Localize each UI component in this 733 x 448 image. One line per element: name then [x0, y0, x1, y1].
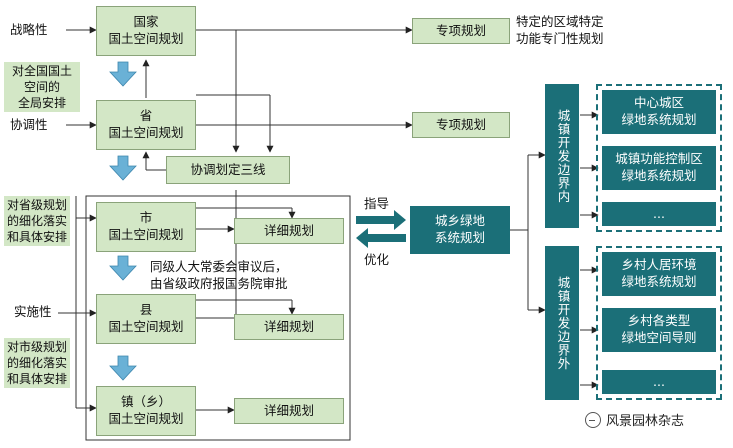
detailed-plan-box-2: 详细规划	[234, 314, 344, 340]
national-note: 对全国国土 空间的 全局安排	[4, 62, 80, 112]
strategic-label: 战略性	[10, 22, 48, 37]
inside-item-3: ...	[602, 202, 716, 226]
blue-down-arrow-4	[109, 355, 137, 381]
local-levels-frame	[85, 195, 351, 441]
outside-item-2: 乡村各类型 绿地空间导则	[602, 308, 716, 352]
watermark-text: 风景园林杂志	[606, 414, 685, 429]
guide-arrow	[356, 210, 406, 230]
town-plan-box: 镇（乡） 国土空间规划	[96, 386, 196, 436]
three-lines-box: 协调划定三线	[166, 156, 290, 184]
provincial-plan-box: 省 国土空间规划	[96, 100, 196, 150]
provincial-note: 对省级规划 的细化落实 和具体安排	[4, 196, 70, 246]
outside-item-1: 乡村人居环境 绿地系统规划	[602, 252, 716, 296]
detailed-plan-box-3: 详细规划	[234, 398, 344, 424]
blue-down-arrow-2	[109, 155, 137, 181]
national-plan-box: 国家 国土空间规划	[96, 6, 196, 56]
coordinating-label: 协调性	[10, 117, 48, 132]
county-plan-box: 县 国土空间规划	[96, 294, 196, 344]
city-plan-box: 市 国土空间规划	[96, 202, 196, 252]
implementing-label: 实施性	[14, 304, 52, 319]
wechat-icon	[585, 411, 601, 428]
special-plan-box-1: 专项规划	[412, 18, 510, 44]
outside-boundary-label: 城镇开发边界外	[545, 246, 579, 400]
city-note: 对市级规划 的细化落实 和具体安排	[4, 338, 70, 388]
blue-down-arrow-1	[109, 61, 137, 87]
optimize-label: 优化	[364, 252, 390, 267]
special-plan-box-2: 专项规划	[412, 112, 510, 138]
outside-boundary-panel	[596, 246, 722, 400]
inside-boundary-panel	[596, 84, 722, 232]
special-plan-note: 特定的区域特定 功能专门性规划	[516, 14, 604, 46]
inside-item-2: 城镇功能控制区 绿地系统规划	[602, 146, 716, 190]
urban-rural-green-system-box: 城乡绿地 系统规划	[410, 206, 510, 254]
detailed-plan-box-1: 详细规划	[234, 218, 344, 244]
inside-boundary-label: 城镇开发边界内	[545, 84, 579, 228]
watermark: 风景园林杂志	[585, 410, 684, 429]
outside-item-3: ...	[602, 370, 716, 394]
approval-note: 同级人大常委会审议后， 由省级政府报国务院审批	[150, 259, 288, 291]
guide-label: 指导	[364, 196, 390, 211]
blue-down-arrow-3	[109, 255, 137, 281]
inside-item-1: 中心城区 绿地系统规划	[602, 90, 716, 134]
optimize-arrow	[356, 228, 406, 248]
